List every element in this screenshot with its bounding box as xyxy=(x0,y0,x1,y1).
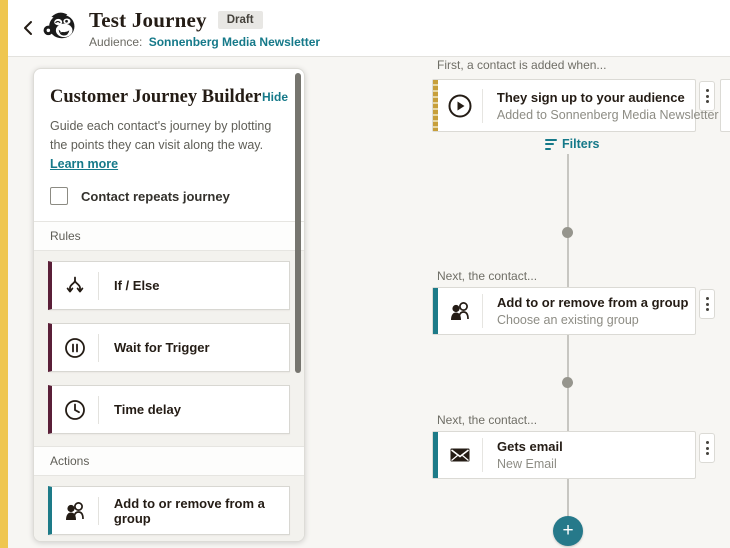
step-more-options-button[interactable] xyxy=(699,433,715,463)
divider xyxy=(98,395,99,424)
tool-label: Add to or remove from a group xyxy=(113,495,265,526)
email-icon xyxy=(433,442,482,468)
add-step-button[interactable]: + xyxy=(553,516,583,546)
audience-link[interactable]: Sonnenberg Media Newsletter xyxy=(148,34,321,49)
panel-description-text: Guide each contact's journey by plotting… xyxy=(50,119,272,152)
step-label: Next, the contact... xyxy=(437,269,538,283)
trigger-step-label: First, a contact is added when... xyxy=(437,58,607,72)
clock-icon xyxy=(52,398,98,422)
tool-label: If / Else xyxy=(114,278,160,294)
left-accent-strip xyxy=(0,0,8,548)
step-subtitle: Choose an existing group xyxy=(497,313,639,327)
journey-builder-panel: Customer Journey Builder Hide Guide each… xyxy=(33,68,305,542)
repeat-journey-checkbox[interactable] xyxy=(50,187,68,206)
filters-button[interactable]: Filters xyxy=(545,137,600,151)
play-circle-icon xyxy=(433,93,482,119)
panel-description: Guide each contact's journey by plotting… xyxy=(50,117,282,173)
header-titles: Test Journey Draft Audience: Sonnenberg … xyxy=(89,8,320,49)
panel-scrollbar[interactable] xyxy=(295,73,301,373)
hide-panel-link[interactable]: Hide xyxy=(261,90,288,104)
tool-label: Time delay xyxy=(114,402,181,418)
filter-icon xyxy=(545,138,557,150)
step-label: Next, the contact... xyxy=(437,413,538,427)
learn-more-link[interactable]: Learn more xyxy=(50,156,119,171)
trigger-subtitle: Added to Sonnenberg Media Newsletter xyxy=(496,107,719,122)
section-header-rules: Rules xyxy=(34,221,304,252)
journey-connector-line xyxy=(567,154,569,518)
step-title: Add to or remove from a group xyxy=(497,295,689,310)
chevron-left-icon xyxy=(24,21,32,35)
journey-step-card-group[interactable]: Add to or remove from a group Choose an … xyxy=(432,287,696,335)
back-button[interactable] xyxy=(18,16,38,40)
trigger-more-options-button[interactable] xyxy=(699,81,715,111)
branch-icon xyxy=(52,274,98,298)
divider xyxy=(482,88,483,123)
trigger-title: They sign up to your audience xyxy=(496,89,685,105)
status-badge: Draft xyxy=(217,11,263,29)
divider xyxy=(482,438,483,472)
tool-label: Wait for Trigger xyxy=(114,340,210,356)
people-icon xyxy=(433,298,482,324)
filters-label: Filters xyxy=(562,137,600,151)
audience-label: Audience: xyxy=(89,34,143,49)
actions-section-body: Add to or remove from a group xyxy=(34,476,304,541)
step-subtitle: New Email xyxy=(497,457,557,471)
tool-card-time-delay[interactable]: Time delay xyxy=(48,385,290,435)
header: Test Journey Draft Audience: Sonnenberg … xyxy=(8,0,730,57)
panel-title: Customer Journey Builder xyxy=(50,87,262,107)
tool-card-wait-for-trigger[interactable]: Wait for Trigger xyxy=(48,323,290,373)
offscreen-card-edge xyxy=(720,79,730,132)
tool-card-if-else[interactable]: If / Else xyxy=(48,261,290,311)
rules-section-body: If / Else Wait for Trigger xyxy=(34,251,304,447)
divider xyxy=(482,294,483,328)
pause-circle-icon xyxy=(52,336,98,360)
step-title: Gets email xyxy=(497,439,563,454)
connector-dot xyxy=(562,377,573,388)
repeat-journey-label: Contact repeats journey xyxy=(81,188,230,204)
mailchimp-logo-icon xyxy=(43,12,75,39)
tool-card-add-remove-group[interactable]: Add to or remove from a group xyxy=(48,486,290,536)
divider xyxy=(98,496,99,525)
trigger-card[interactable]: They sign up to your audience Added to S… xyxy=(432,79,719,132)
journey-step-card-email[interactable]: Gets email New Email xyxy=(432,431,696,479)
connector-dot xyxy=(562,227,573,238)
divider xyxy=(98,333,99,362)
step-more-options-button[interactable] xyxy=(699,289,715,319)
section-header-actions: Actions xyxy=(34,446,304,477)
page-title: Test Journey xyxy=(89,7,207,32)
people-icon xyxy=(52,498,98,524)
divider xyxy=(98,271,99,300)
